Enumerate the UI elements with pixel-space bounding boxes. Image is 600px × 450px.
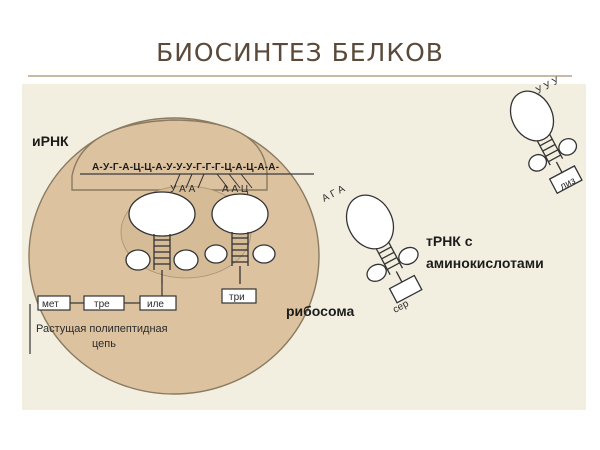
polypeptide-chain — [29, 284, 257, 354]
ribosome-large-subunit — [71, 119, 268, 191]
anticodon-left: У А А — [170, 184, 196, 195]
amino-acid-ser-box — [388, 274, 423, 304]
trna-label-line1: тРНК с — [426, 233, 473, 249]
amino-acid-liz-box — [548, 165, 583, 195]
amino-acid-met: мет — [42, 299, 59, 310]
amino-acid-ile: иле — [147, 299, 164, 310]
trna-label-line2: аминокислотами — [426, 255, 544, 271]
mrna-sequence: А-У-Г-А-Ц-Ц-А-У-У-У-Г-Г-Г-Ц-А-Ц-А-А- — [92, 162, 279, 173]
trna-right — [204, 193, 276, 284]
growing-chain-label-2: цепь — [92, 338, 116, 350]
title-divider — [28, 75, 572, 77]
anticodon-right: А А Ц — [222, 184, 249, 195]
anticodon-aga: А Г А — [320, 183, 347, 204]
codon-bonds — [173, 173, 253, 189]
amino-acid-ser: сер — [391, 298, 411, 315]
growing-chain-label-1: Растущая полипептидная — [36, 323, 168, 335]
amino-acid-tre: тре — [94, 299, 110, 310]
trna-free-liz — [509, 90, 583, 195]
amino-acid-tri: три — [229, 292, 245, 303]
ribosome-label: рибосома — [286, 303, 354, 319]
amino-acid-ile-box — [139, 295, 177, 311]
protein-synthesis-diagram: иРНК А-У-Г-А-Ц-Ц-А-У-У-У-Г-Г-Г-Ц-А-Ц-А-А… — [28, 75, 583, 395]
mrna-label: иРНК — [32, 133, 69, 149]
anticodon-uuu: У У У — [534, 75, 561, 97]
ribosome — [28, 117, 320, 395]
trna-left — [125, 191, 199, 284]
amino-acid-tri-box — [221, 288, 257, 304]
slide-title: БИОСИНТЕЗ БЕЛКОВ — [156, 38, 444, 67]
trna-free-ser — [345, 194, 423, 304]
